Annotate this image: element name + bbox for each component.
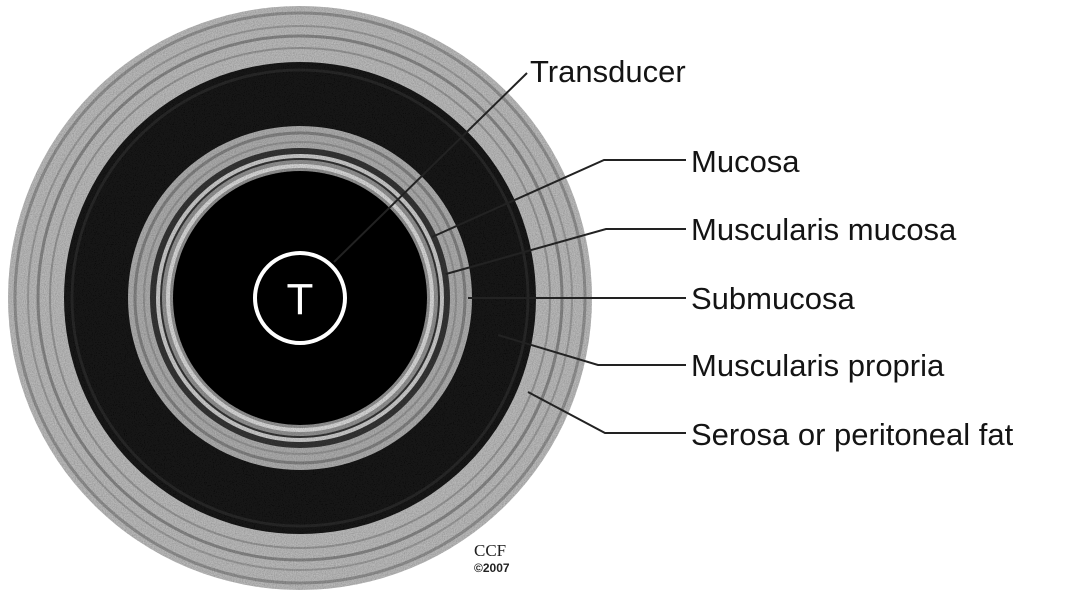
label-submucosa: Submucosa: [691, 281, 855, 316]
label-muscularis-mucosa: Muscularis mucosa: [691, 212, 957, 247]
label-serosa: Serosa or peritoneal fat: [691, 417, 1014, 452]
layer-labels: Transducer Mucosa Muscularis mucosa Subm…: [530, 54, 1014, 452]
label-mucosa: Mucosa: [691, 144, 800, 179]
credit-mark: CCF ©2007: [474, 541, 510, 575]
credit-year: ©2007: [474, 561, 510, 575]
label-muscularis-propria: Muscularis propria: [691, 348, 945, 383]
credit-org: CCF: [474, 541, 506, 560]
label-transducer: Transducer: [530, 54, 686, 89]
transducer-letter: T: [287, 275, 314, 324]
